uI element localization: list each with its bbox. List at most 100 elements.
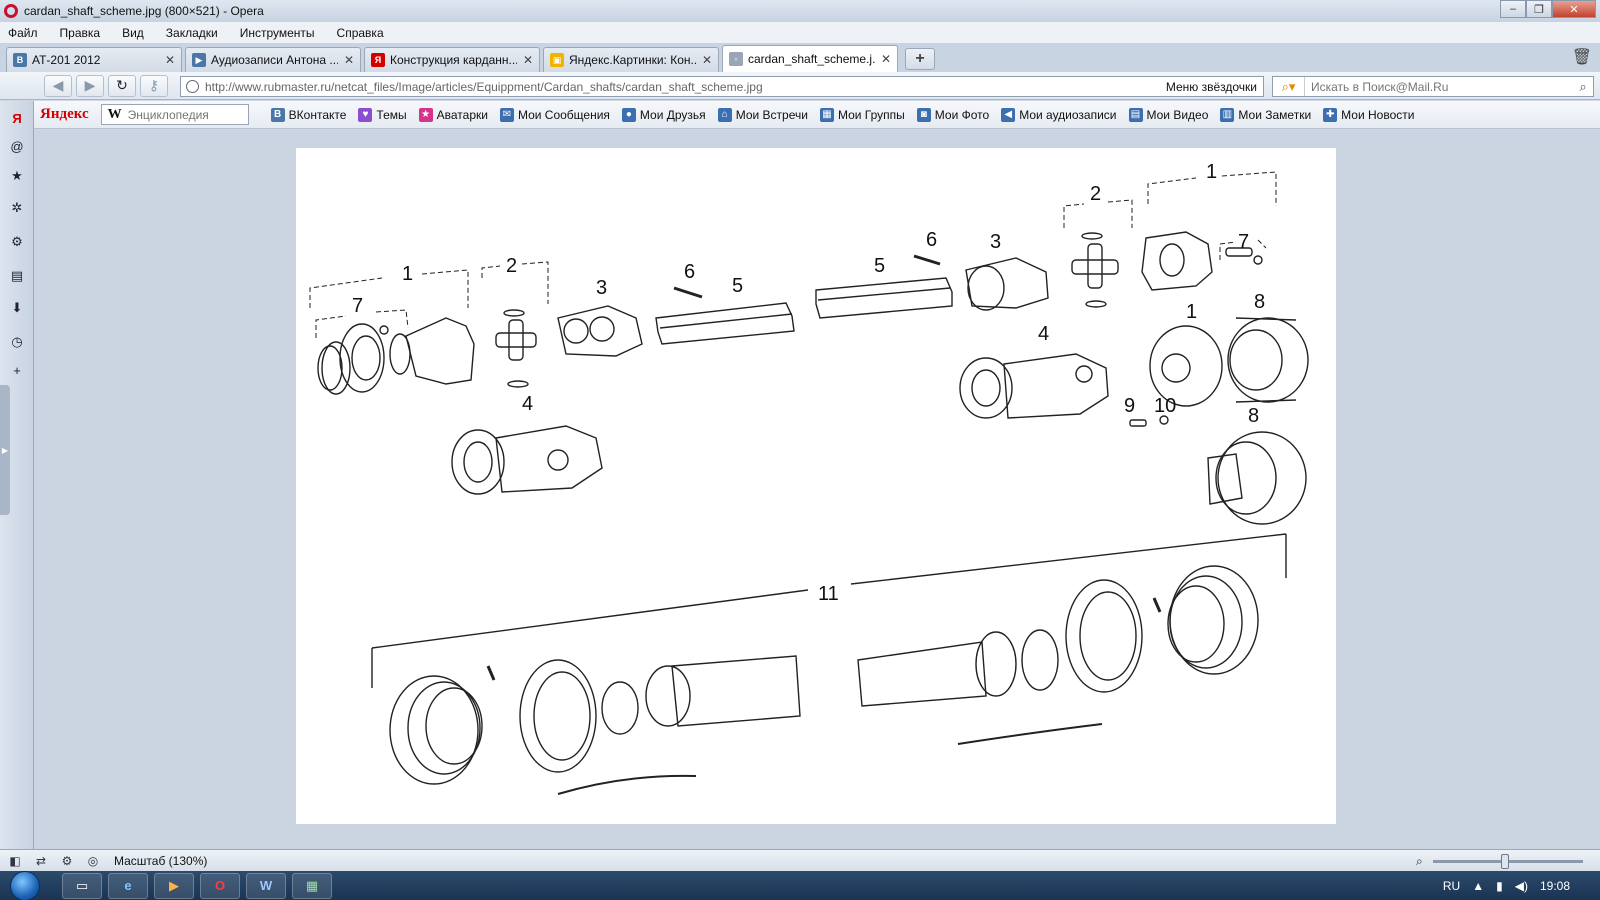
- restore-button[interactable]: ❐: [1526, 0, 1552, 18]
- mail-panel-icon[interactable]: @: [10, 138, 24, 154]
- tab-at201[interactable]: В АТ-201 2012 ✕: [6, 47, 182, 72]
- bookmark-photos[interactable]: ◙Мои Фото: [916, 107, 989, 122]
- bookmark-themes[interactable]: ♥Темы: [358, 107, 407, 122]
- add-panel-icon[interactable]: +: [13, 362, 21, 378]
- unite-icon[interactable]: ⚙: [61, 853, 73, 868]
- zoom-knob[interactable]: [1500, 853, 1509, 869]
- opera-logo-icon: [4, 4, 18, 18]
- new-tab-button[interactable]: +: [905, 48, 935, 70]
- bookmark-notes[interactable]: ▥Мои Заметки: [1220, 107, 1311, 122]
- notes-panel-icon[interactable]: ▤: [10, 268, 24, 283]
- label-1-flange: 1: [1186, 301, 1197, 323]
- mail-icon: ✉: [499, 107, 514, 122]
- tab-label: cardan_shaft_scheme.j...: [748, 52, 875, 66]
- bookmark-messages[interactable]: ✉Мои Сообщения: [499, 107, 610, 122]
- heart-icon: ♥: [358, 107, 373, 122]
- bookmark-label: Мои Сообщения: [517, 107, 610, 122]
- part-yoke-right: [1141, 231, 1263, 291]
- bookmark-avatars[interactable]: ★Аватарки: [418, 107, 488, 122]
- bookmark-label: Темы: [376, 107, 407, 122]
- page-content: 1 2 3 6 5 5 6 3 2 1 7 7 4 4 1 8 9 10 8 1…: [34, 130, 1600, 849]
- star-icon: ★: [418, 107, 433, 122]
- widgets-panel-icon[interactable]: ✲: [11, 200, 23, 215]
- media-taskbar-button[interactable]: ▶: [154, 872, 194, 899]
- bookmark-label: Мои Друзья: [639, 107, 706, 122]
- yandex-images-icon: ▣: [550, 53, 564, 67]
- tab-cardan-image[interactable]: ◦ cardan_shaft_scheme.j... ✕: [722, 45, 898, 72]
- close-tab-icon[interactable]: ✕: [522, 53, 533, 67]
- opera-taskbar-button[interactable]: O: [200, 872, 240, 899]
- history-panel-icon[interactable]: ◷: [11, 334, 23, 349]
- menu-bookmarks[interactable]: Закладки: [165, 25, 218, 40]
- yandex-icon: Я: [371, 53, 385, 67]
- sync-icon[interactable]: ⇄: [35, 853, 47, 868]
- label-7-left: 7: [352, 295, 363, 317]
- yandex-panel-icon[interactable]: Я: [12, 110, 22, 126]
- yandex-logo[interactable]: Яндекс: [40, 106, 89, 122]
- language-indicator[interactable]: RU: [1442, 878, 1461, 893]
- search-input[interactable]: [1305, 78, 1573, 95]
- bookmarks-panel-icon[interactable]: ★: [11, 168, 23, 183]
- bookmark-video[interactable]: ▤Мои Видео: [1128, 107, 1208, 122]
- search-engine-icon[interactable]: ⌕▾: [1273, 77, 1305, 96]
- turbo-icon[interactable]: ◎: [87, 853, 99, 868]
- menu-tools[interactable]: Инструменты: [239, 25, 315, 40]
- menu-edit[interactable]: Правка: [59, 25, 101, 40]
- start-button[interactable]: [10, 870, 40, 900]
- bookmark-news[interactable]: ✚Мои Новости: [1323, 107, 1414, 122]
- part-yoke4-left: [451, 425, 603, 495]
- close-window-button[interactable]: ✕: [1552, 0, 1596, 18]
- bookmark-friends[interactable]: ●Мои Друзья: [621, 107, 706, 122]
- search-icon[interactable]: ⌕: [1579, 78, 1587, 94]
- downloads-panel-icon[interactable]: ⬇: [11, 300, 23, 315]
- clock[interactable]: 19:08: [1539, 878, 1570, 893]
- explorer-taskbar-button[interactable]: ▭: [62, 872, 102, 899]
- minimize-button[interactable]: –: [1500, 0, 1526, 18]
- bookmark-audio[interactable]: ◀Мои аудиозаписи: [1001, 107, 1117, 122]
- word-taskbar-button[interactable]: W: [246, 872, 286, 899]
- bookmark-groups[interactable]: ▦Мои Группы: [819, 107, 905, 122]
- menu-file[interactable]: Файл: [8, 25, 38, 40]
- menu-view[interactable]: Вид: [122, 25, 144, 40]
- ie-taskbar-button[interactable]: e: [108, 872, 148, 899]
- close-tab-icon[interactable]: ✕: [880, 52, 891, 66]
- forward-button[interactable]: ▶: [76, 74, 104, 97]
- reload-button[interactable]: ↻: [108, 74, 136, 97]
- panel-toggle-icon[interactable]: ◧: [9, 853, 21, 868]
- bookmark-label: Аватарки: [436, 107, 488, 122]
- menu-help[interactable]: Справка: [336, 25, 384, 40]
- excel-taskbar-button[interactable]: ▦: [292, 872, 332, 899]
- bookmark-label: Мои Группы: [837, 107, 905, 122]
- search-box: ⌕▾ ⌕: [1272, 76, 1594, 97]
- tab-yandex-images[interactable]: ▣ Яндекс.Картинки: Кон... ✕: [543, 47, 719, 72]
- back-button[interactable]: ◀: [44, 74, 72, 97]
- tab-label: Конструкция карданн...: [390, 53, 517, 67]
- tray-arrow-icon[interactable]: ▲: [1472, 878, 1485, 893]
- panel-toggle-handle[interactable]: ▶: [0, 385, 10, 515]
- trash-icon[interactable]: 🗑: [1571, 49, 1592, 66]
- part-tube-right: [815, 277, 953, 319]
- zoom-track[interactable]: [1432, 853, 1583, 869]
- vk-icon: В: [270, 107, 285, 122]
- tab-audio[interactable]: ▶ Аудиозаписи Антона ... ✕: [185, 47, 361, 72]
- label-5-left: 5: [732, 275, 743, 297]
- zoom-slider[interactable]: ⌕: [1416, 853, 1586, 869]
- unite-panel-icon[interactable]: ⚙: [11, 234, 23, 249]
- close-tab-icon[interactable]: ✕: [164, 53, 175, 67]
- tab-construction[interactable]: Я Конструкция карданн... ✕: [364, 47, 540, 72]
- close-tab-icon[interactable]: ✕: [343, 53, 354, 67]
- wand-button[interactable]: ⚷: [140, 74, 168, 97]
- wiki-search-input[interactable]: [127, 107, 238, 122]
- network-icon[interactable]: ▮: [1496, 878, 1503, 893]
- url-field[interactable]: http://www.rubmaster.ru/netcat_files/Ima…: [180, 76, 1264, 97]
- volume-icon[interactable]: ◀): [1514, 878, 1528, 893]
- speed-dial-menu[interactable]: Меню звёздочки: [1165, 79, 1257, 94]
- label-4-right: 4: [1038, 323, 1049, 345]
- cardan-shaft-image[interactable]: 1 2 3 6 5 5 6 3 2 1 7 7 4 4 1 8 9 10 8 1…: [296, 148, 1336, 824]
- tab-label: Аудиозаписи Антона ...: [211, 53, 338, 67]
- window-title: cardan_shaft_scheme.jpg (800×521) - Oper…: [24, 4, 264, 18]
- bookmark-meetings[interactable]: ⌂Мои Встречи: [717, 107, 808, 122]
- address-bar: ◀ ▶ ↻ ⚷ http://www.rubmaster.ru/netcat_f…: [0, 72, 1600, 100]
- close-tab-icon[interactable]: ✕: [701, 53, 712, 67]
